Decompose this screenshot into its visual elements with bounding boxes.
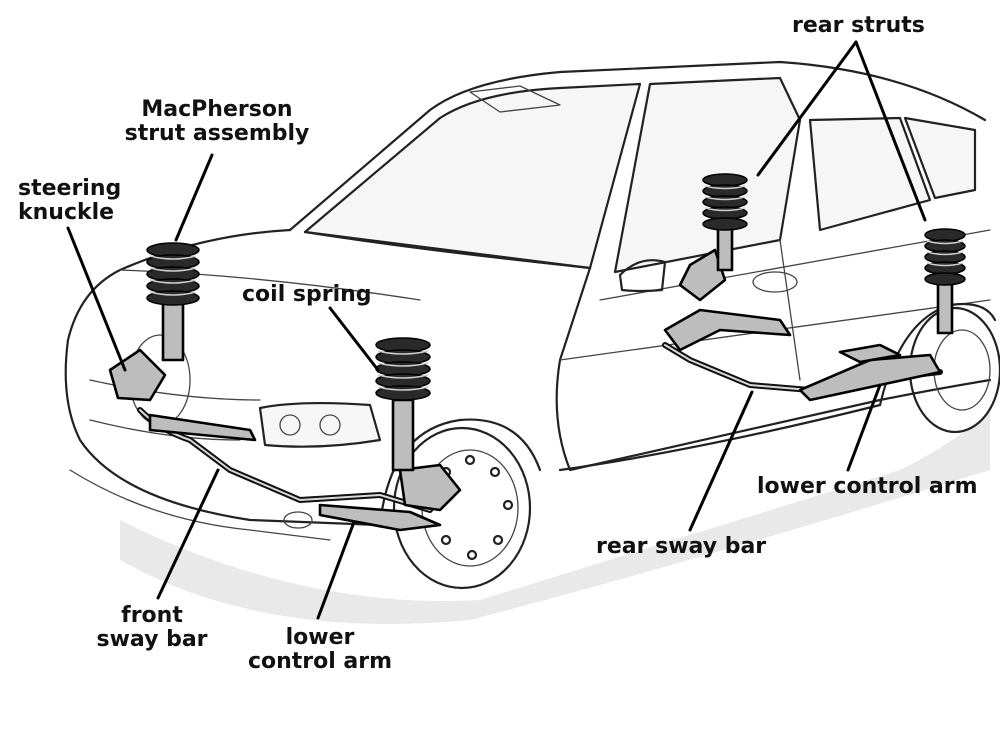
rear-left-strut-body xyxy=(716,223,734,272)
suspension-parts xyxy=(108,248,943,532)
label-steering-knuckle: steering knuckle xyxy=(18,176,122,225)
ground-shadow xyxy=(120,410,990,624)
label-front-sway-bar: front sway bar xyxy=(96,603,208,652)
rear-left-coil-spring xyxy=(702,173,748,231)
car-body xyxy=(64,60,1000,624)
windshield xyxy=(303,82,642,270)
door-handle xyxy=(752,271,798,293)
label-rear-lower-control-arm: lower control arm xyxy=(757,474,978,499)
label-coil-spring: coil spring xyxy=(242,282,372,307)
leader-rear-strut-left xyxy=(756,40,858,177)
front-right-strut-body xyxy=(391,398,415,472)
leader-coil-spring xyxy=(328,306,380,372)
label-macpherson-line1: MacPherson strut assembly xyxy=(124,97,310,146)
label-rear-struts: rear struts xyxy=(792,13,925,38)
leader-front-lower-arm xyxy=(316,520,356,620)
b-pillar-seam xyxy=(779,239,801,381)
leader-front-sway-bar xyxy=(156,468,220,600)
front-left-strut-body xyxy=(161,298,185,362)
rear-right-coil-spring xyxy=(924,228,966,286)
label-rear-sway-bar: rear sway bar xyxy=(596,534,767,559)
leader-macpherson xyxy=(174,153,214,242)
fog-lamp xyxy=(283,511,313,529)
leader-rear-strut-right xyxy=(854,40,927,222)
headlight-lamp xyxy=(279,414,301,436)
belt-line xyxy=(599,229,991,301)
leader-lines xyxy=(66,40,927,620)
leader-rear-sway-bar xyxy=(688,390,754,532)
label-macpherson-strut: MacPherson strut assembly xyxy=(120,98,314,146)
quarter-window xyxy=(903,116,977,200)
lower-bumper xyxy=(69,469,331,541)
side-mirror xyxy=(618,259,667,293)
hood-edge xyxy=(66,228,292,342)
door-lower-line xyxy=(555,266,992,472)
front-right-coil-spring xyxy=(375,337,431,401)
front-door-window xyxy=(613,76,802,274)
headlight-lamp-2 xyxy=(319,414,341,436)
front-lower-control-arm-part xyxy=(318,503,442,532)
rear-right-strut-body xyxy=(936,276,954,335)
struts xyxy=(161,223,954,472)
rear-rim xyxy=(933,329,991,411)
rear-knuckle xyxy=(678,248,727,302)
rear-upper-arm xyxy=(663,308,792,352)
leader-rear-lower-arm xyxy=(846,383,882,472)
rear-door-window xyxy=(808,116,932,232)
roof-line xyxy=(288,60,987,232)
rear-link xyxy=(838,343,902,364)
grille-bottom xyxy=(89,419,241,441)
steering-knuckle-right xyxy=(398,463,462,512)
grille-top xyxy=(89,379,261,401)
cowl-line xyxy=(303,230,592,270)
front-tire xyxy=(392,426,532,590)
rocker-panel xyxy=(558,403,882,472)
far-lower-control-arm xyxy=(148,413,257,442)
label-front-lower-control-arm: lower control arm xyxy=(247,625,393,674)
far-steering-knuckle xyxy=(108,348,167,402)
sunroof xyxy=(469,85,561,113)
front-wheel-arch xyxy=(378,418,542,527)
leader-steering-knuckle xyxy=(66,226,127,372)
front-left-coil-spring xyxy=(146,242,200,306)
